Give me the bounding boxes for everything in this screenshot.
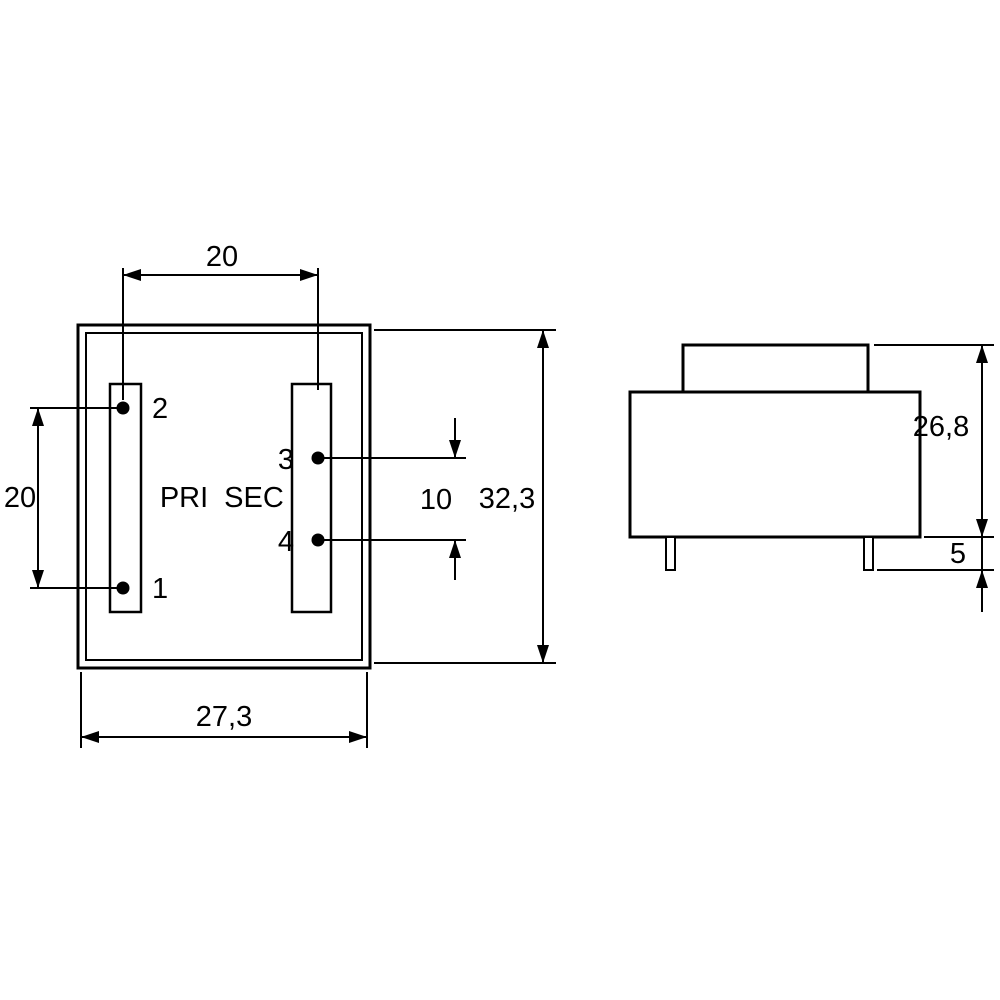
- secondary-slot: [290, 382, 333, 614]
- arrowhead-left-icon: [81, 731, 99, 743]
- arrowhead-left-icon: [123, 269, 141, 281]
- arrowhead-right-icon: [349, 731, 367, 743]
- arrowhead-up-icon: [449, 540, 461, 558]
- front-body-inner-outline: [85, 332, 363, 661]
- side-pin-right: [863, 536, 874, 571]
- arrowhead-down-icon: [976, 519, 988, 537]
- dim-body-width: 27,3: [80, 672, 368, 748]
- dim-secondary-pin-pitch-label: 10: [420, 484, 452, 516]
- pin-2-label: 2: [152, 393, 168, 425]
- pin-1-label: 1: [152, 573, 168, 605]
- arrowhead-down-icon: [537, 645, 549, 663]
- pin-4-label: 4: [278, 526, 294, 558]
- dim-primary-pin-pitch: 20: [4, 407, 117, 589]
- dim-primary-pin-pitch-label: 20: [4, 482, 36, 514]
- arrowhead-up-icon: [976, 570, 988, 588]
- arrowhead-up-icon: [976, 345, 988, 363]
- arrowhead-down-icon: [449, 440, 461, 458]
- pin-3-label: 3: [278, 444, 294, 476]
- side-body-outline: [628, 390, 922, 539]
- arrowhead-up-icon: [537, 330, 549, 348]
- dim-body-height-label: 32,3: [479, 483, 535, 515]
- front-view: 2 1 3 4 PRI SEC 20: [4, 241, 556, 748]
- primary-winding-label: PRI: [160, 482, 208, 514]
- dim-component-height: 26,8: [874, 344, 994, 538]
- pin-2-dot: [116, 401, 130, 415]
- arrowhead-down-icon: [32, 570, 44, 588]
- dim-pin-column-spacing: 20: [122, 241, 319, 400]
- dim-body-width-label: 27,3: [196, 701, 252, 733]
- secondary-winding-label: SEC: [224, 482, 284, 514]
- front-body-outline: [76, 323, 372, 670]
- pin-1-dot: [116, 581, 130, 595]
- arrowhead-up-icon: [32, 408, 44, 426]
- side-core-outline: [681, 343, 870, 394]
- dim-pin-column-spacing-label: 20: [206, 241, 238, 273]
- side-view: 26,8 5: [628, 343, 994, 612]
- primary-slot: [108, 382, 143, 614]
- dim-pin-length: 5: [877, 537, 994, 612]
- dim-component-height-label: 26,8: [913, 411, 969, 443]
- dim-secondary-pin-pitch: 10: [318, 418, 466, 580]
- arrowhead-right-icon: [300, 269, 318, 281]
- dim-body-height: 32,3: [374, 329, 556, 664]
- dim-pin-length-label: 5: [950, 538, 966, 570]
- side-pin-left: [665, 536, 676, 571]
